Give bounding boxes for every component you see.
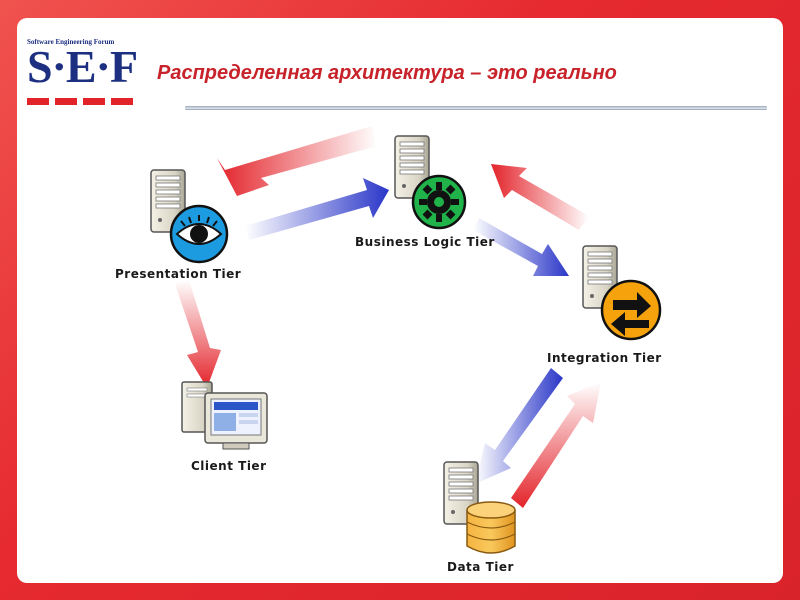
slide-title: Распределенная архитектура – это реально [157, 62, 617, 84]
data-tier-node: Data Tier [443, 461, 516, 574]
eye-icon [169, 204, 229, 264]
integration-tier-label: Integration Tier [547, 351, 662, 365]
presentation-tier-node: Presentation Tier [115, 169, 241, 281]
presentation-tier-label: Presentation Tier [115, 267, 241, 281]
integration-tier-node: Integration Tier [547, 245, 662, 365]
desktop-computer-icon [181, 381, 268, 450]
logo-caption: Software Engineering Forum [27, 38, 115, 46]
arrow-business-to-integration [473, 218, 569, 276]
database-icon [466, 501, 516, 554]
business-logic-tier-label: Business Logic Tier [355, 235, 495, 249]
business-logic-tier-node: Business Logic Tier [355, 135, 495, 249]
title-divider [185, 106, 767, 110]
slide: Software Engineering Forum S·E·F Распред… [17, 18, 783, 583]
arrow-integration-to-business [491, 164, 589, 230]
arrow-data-to-integration [511, 382, 601, 508]
arrow-presentation-to-client [175, 280, 221, 388]
logo-text: S·E·F [27, 41, 138, 92]
sef-logo: Software Engineering Forum S·E·F [27, 38, 139, 118]
client-tier-label: Client Tier [191, 459, 266, 473]
arrow-business-to-presentation [217, 126, 377, 196]
gear-icon [411, 174, 467, 230]
arrow-integration-to-data [475, 368, 563, 484]
logo-bars [27, 98, 135, 105]
swap-arrows-icon [600, 279, 662, 341]
architecture-diagram: Presentation Tier Busi [115, 126, 662, 574]
data-tier-label: Data Tier [447, 560, 514, 574]
arrow-presentation-to-business [245, 178, 389, 240]
client-tier-node: Client Tier [181, 381, 268, 473]
